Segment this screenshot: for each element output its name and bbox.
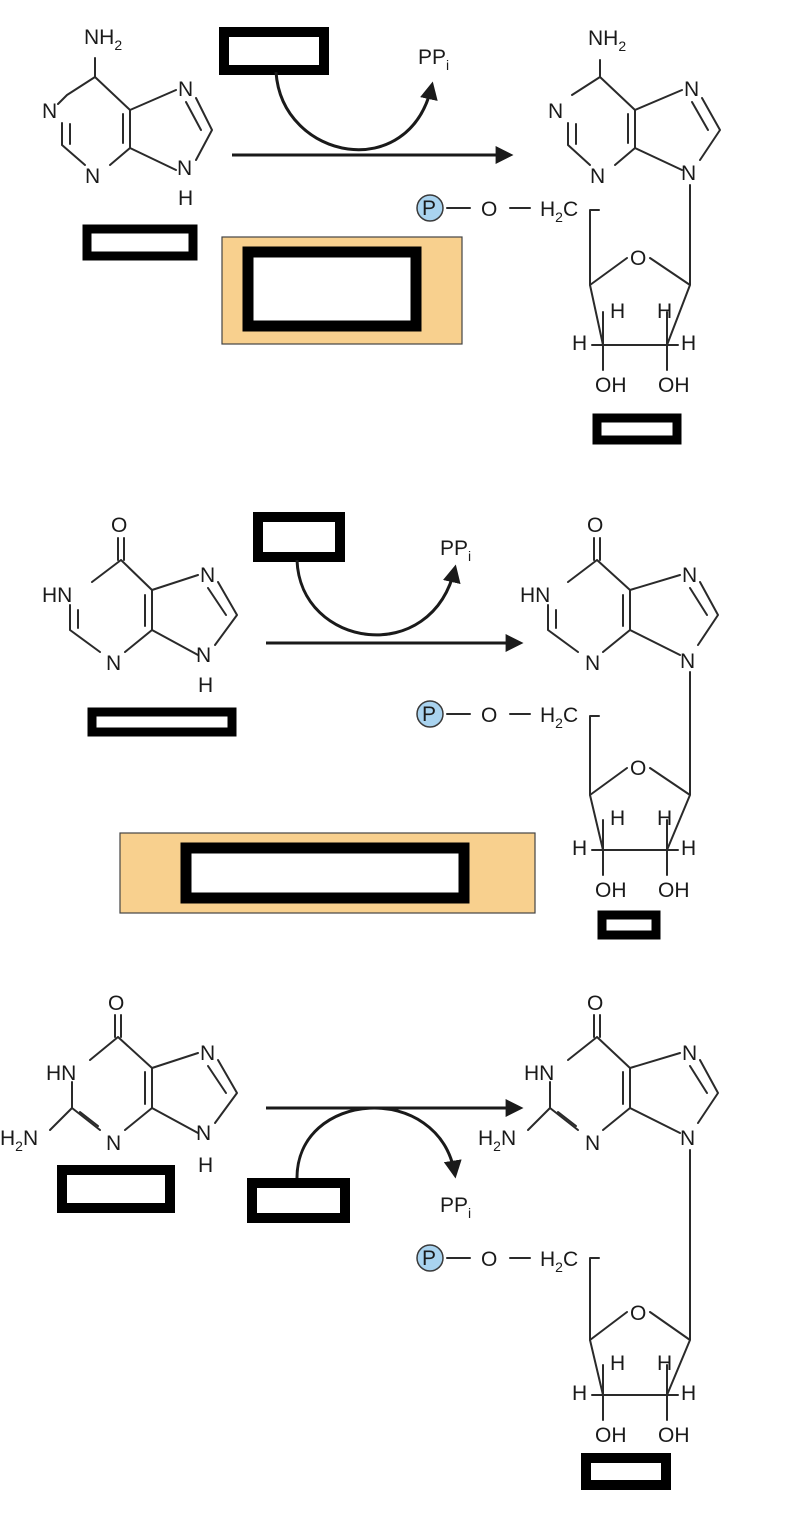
carbonyl-o-label: O (587, 992, 603, 1015)
n9-label: N (681, 162, 696, 185)
cosubstrate-curved-arrow (295, 1106, 462, 1181)
phosphate-icon (416, 1244, 444, 1272)
h-label: H (681, 332, 696, 355)
amino-label: H2N (0, 1127, 38, 1154)
ring-n-label: N (684, 78, 699, 101)
enzyme-name-blank (180, 842, 470, 904)
ring-n-label: N (682, 564, 697, 587)
substrate-name-blank (57, 1165, 175, 1213)
ring-n-label: N (590, 165, 605, 188)
ch2-label: H2C (540, 704, 578, 731)
imp-structure: O HN N N N O H H H H OH OH P O H2C (416, 514, 719, 902)
phosphate-label: P (422, 703, 436, 726)
cosubstrate-curved-arrow (295, 559, 461, 637)
phosphate-icon (416, 700, 444, 728)
h-label: H (610, 1352, 625, 1375)
h-label: H (572, 332, 587, 355)
phosphate-label: P (422, 197, 436, 220)
phosphate-icon (416, 194, 444, 222)
hydroxyl-label: OH (595, 879, 627, 902)
ring-n-label: N (682, 1042, 697, 1065)
hypoxanthine-structure: O HN N N N H (42, 514, 238, 697)
ring-o-label: O (630, 1302, 646, 1325)
h-label: H (681, 837, 696, 860)
ring-h-label: H (178, 187, 193, 210)
ring-o-label: O (630, 757, 646, 780)
h-label: H (657, 300, 672, 323)
phosphate-label: P (422, 1247, 436, 1270)
ester-o-label: O (481, 1248, 497, 1271)
ring-n-label: N (85, 165, 100, 188)
substrate-name-blank (87, 707, 237, 737)
n9-label: N (680, 650, 695, 673)
amp-structure: NH2 N N N N O H H H H OH OH P O H2C (416, 27, 721, 397)
ring-n-label: N (196, 644, 211, 667)
hydroxyl-label: OH (658, 1424, 690, 1447)
ring-h-label: H (198, 1154, 213, 1177)
cosubstrate-blank (253, 512, 345, 562)
ester-o-label: O (481, 704, 497, 727)
product-name-blank (597, 910, 661, 940)
cosubstrate-curved-arrow (274, 71, 438, 152)
guanine-structure: O HN H2N N N N H (0, 992, 238, 1177)
enzyme-name-blank (242, 246, 422, 332)
ring-o-label: O (630, 247, 646, 270)
hydroxyl-label: OH (658, 374, 690, 397)
h-label: H (657, 807, 672, 830)
carbonyl-o-label: O (587, 514, 603, 537)
h-label: H (681, 1382, 696, 1405)
gmp-structure: O HN H2N N N N O H H H H OH OH P O H2C (416, 992, 719, 1447)
h-label: H (610, 300, 625, 323)
ring-n-label: N (200, 564, 215, 587)
amino-label: H2N (478, 1127, 516, 1154)
substrate-name-blank (82, 224, 198, 261)
ch2-label: H2C (540, 198, 578, 225)
reaction-3: O HN H2N N N N H O HN H2N N N N (0, 992, 719, 1490)
ring-n-label: N (106, 1132, 121, 1155)
ring-n-label: N (585, 652, 600, 675)
ring-n-label: N (106, 652, 121, 675)
h-label: H (610, 807, 625, 830)
ester-o-label: O (481, 198, 497, 221)
ch2-label: H2C (540, 1248, 578, 1275)
adenine-structure: NH2 N N N N H (42, 26, 213, 210)
nh-label: HN (520, 584, 550, 607)
product-name-blank (581, 1453, 671, 1490)
ring-n-label: N (42, 100, 57, 123)
n9-label: N (680, 1127, 695, 1150)
h-label: H (572, 837, 587, 860)
ring-h-label: H (198, 674, 213, 697)
reaction-2: O HN N N N H O HN N N N O H (42, 512, 719, 940)
carbonyl-o-label: O (111, 514, 127, 537)
product-name-blank (592, 413, 682, 445)
hydroxyl-label: OH (595, 1424, 627, 1447)
amino-label: NH2 (588, 27, 626, 54)
nh-label: HN (524, 1062, 554, 1085)
cosubstrate-blank (219, 27, 329, 75)
hydroxyl-label: OH (595, 374, 627, 397)
nh-label: HN (46, 1062, 76, 1085)
reaction-1: NH2 N N N N H NH2 N N N N (42, 26, 721, 445)
hydroxyl-label: OH (658, 879, 690, 902)
h-label: H (572, 1382, 587, 1405)
ring-n-label: N (196, 1122, 211, 1145)
ring-n-label: N (178, 78, 193, 101)
h-label: H (657, 1352, 672, 1375)
ring-n-label: N (585, 1132, 600, 1155)
cosubstrate-blank (247, 1178, 350, 1223)
nh-label: HN (42, 584, 72, 607)
ring-n-label: N (177, 157, 192, 180)
ring-n-label: N (200, 1042, 215, 1065)
amino-label: NH2 (84, 26, 122, 53)
carbonyl-o-label: O (108, 992, 124, 1015)
ring-n-label: N (548, 100, 563, 123)
